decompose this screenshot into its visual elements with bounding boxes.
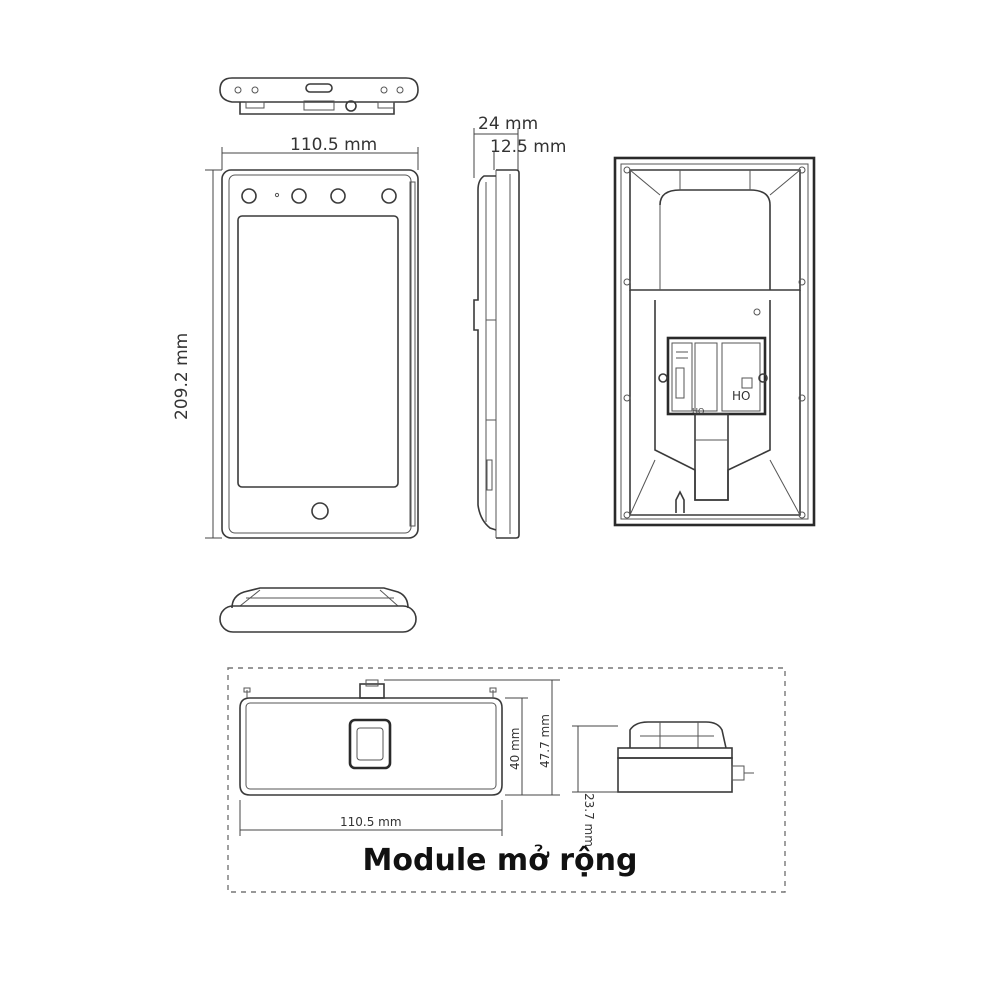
port-label-left: HO: [692, 407, 704, 416]
side-total-depth-label: 24 mm: [478, 114, 538, 134]
port-label-right: HO: [732, 389, 750, 403]
top-view: [219, 77, 419, 115]
module-total-height-label: 47.7 mm: [538, 714, 552, 768]
front-view: [205, 147, 419, 539]
module-depth-label: 23.7 mm: [582, 793, 596, 847]
module-body-height-label: 40 mm: [508, 728, 522, 770]
module-caption: Module mở rộng: [363, 843, 638, 878]
front-height-label: 209.2 mm: [172, 333, 192, 420]
module-width-label: 110.5 mm: [340, 815, 402, 829]
expansion-module: [227, 667, 786, 893]
side-view: [473, 128, 520, 539]
front-width-label: 110.5 mm: [290, 135, 377, 155]
bottom-view: [219, 587, 417, 633]
side-body-depth-label: 12.5 mm: [490, 137, 566, 157]
back-view: HO HO: [613, 156, 816, 527]
